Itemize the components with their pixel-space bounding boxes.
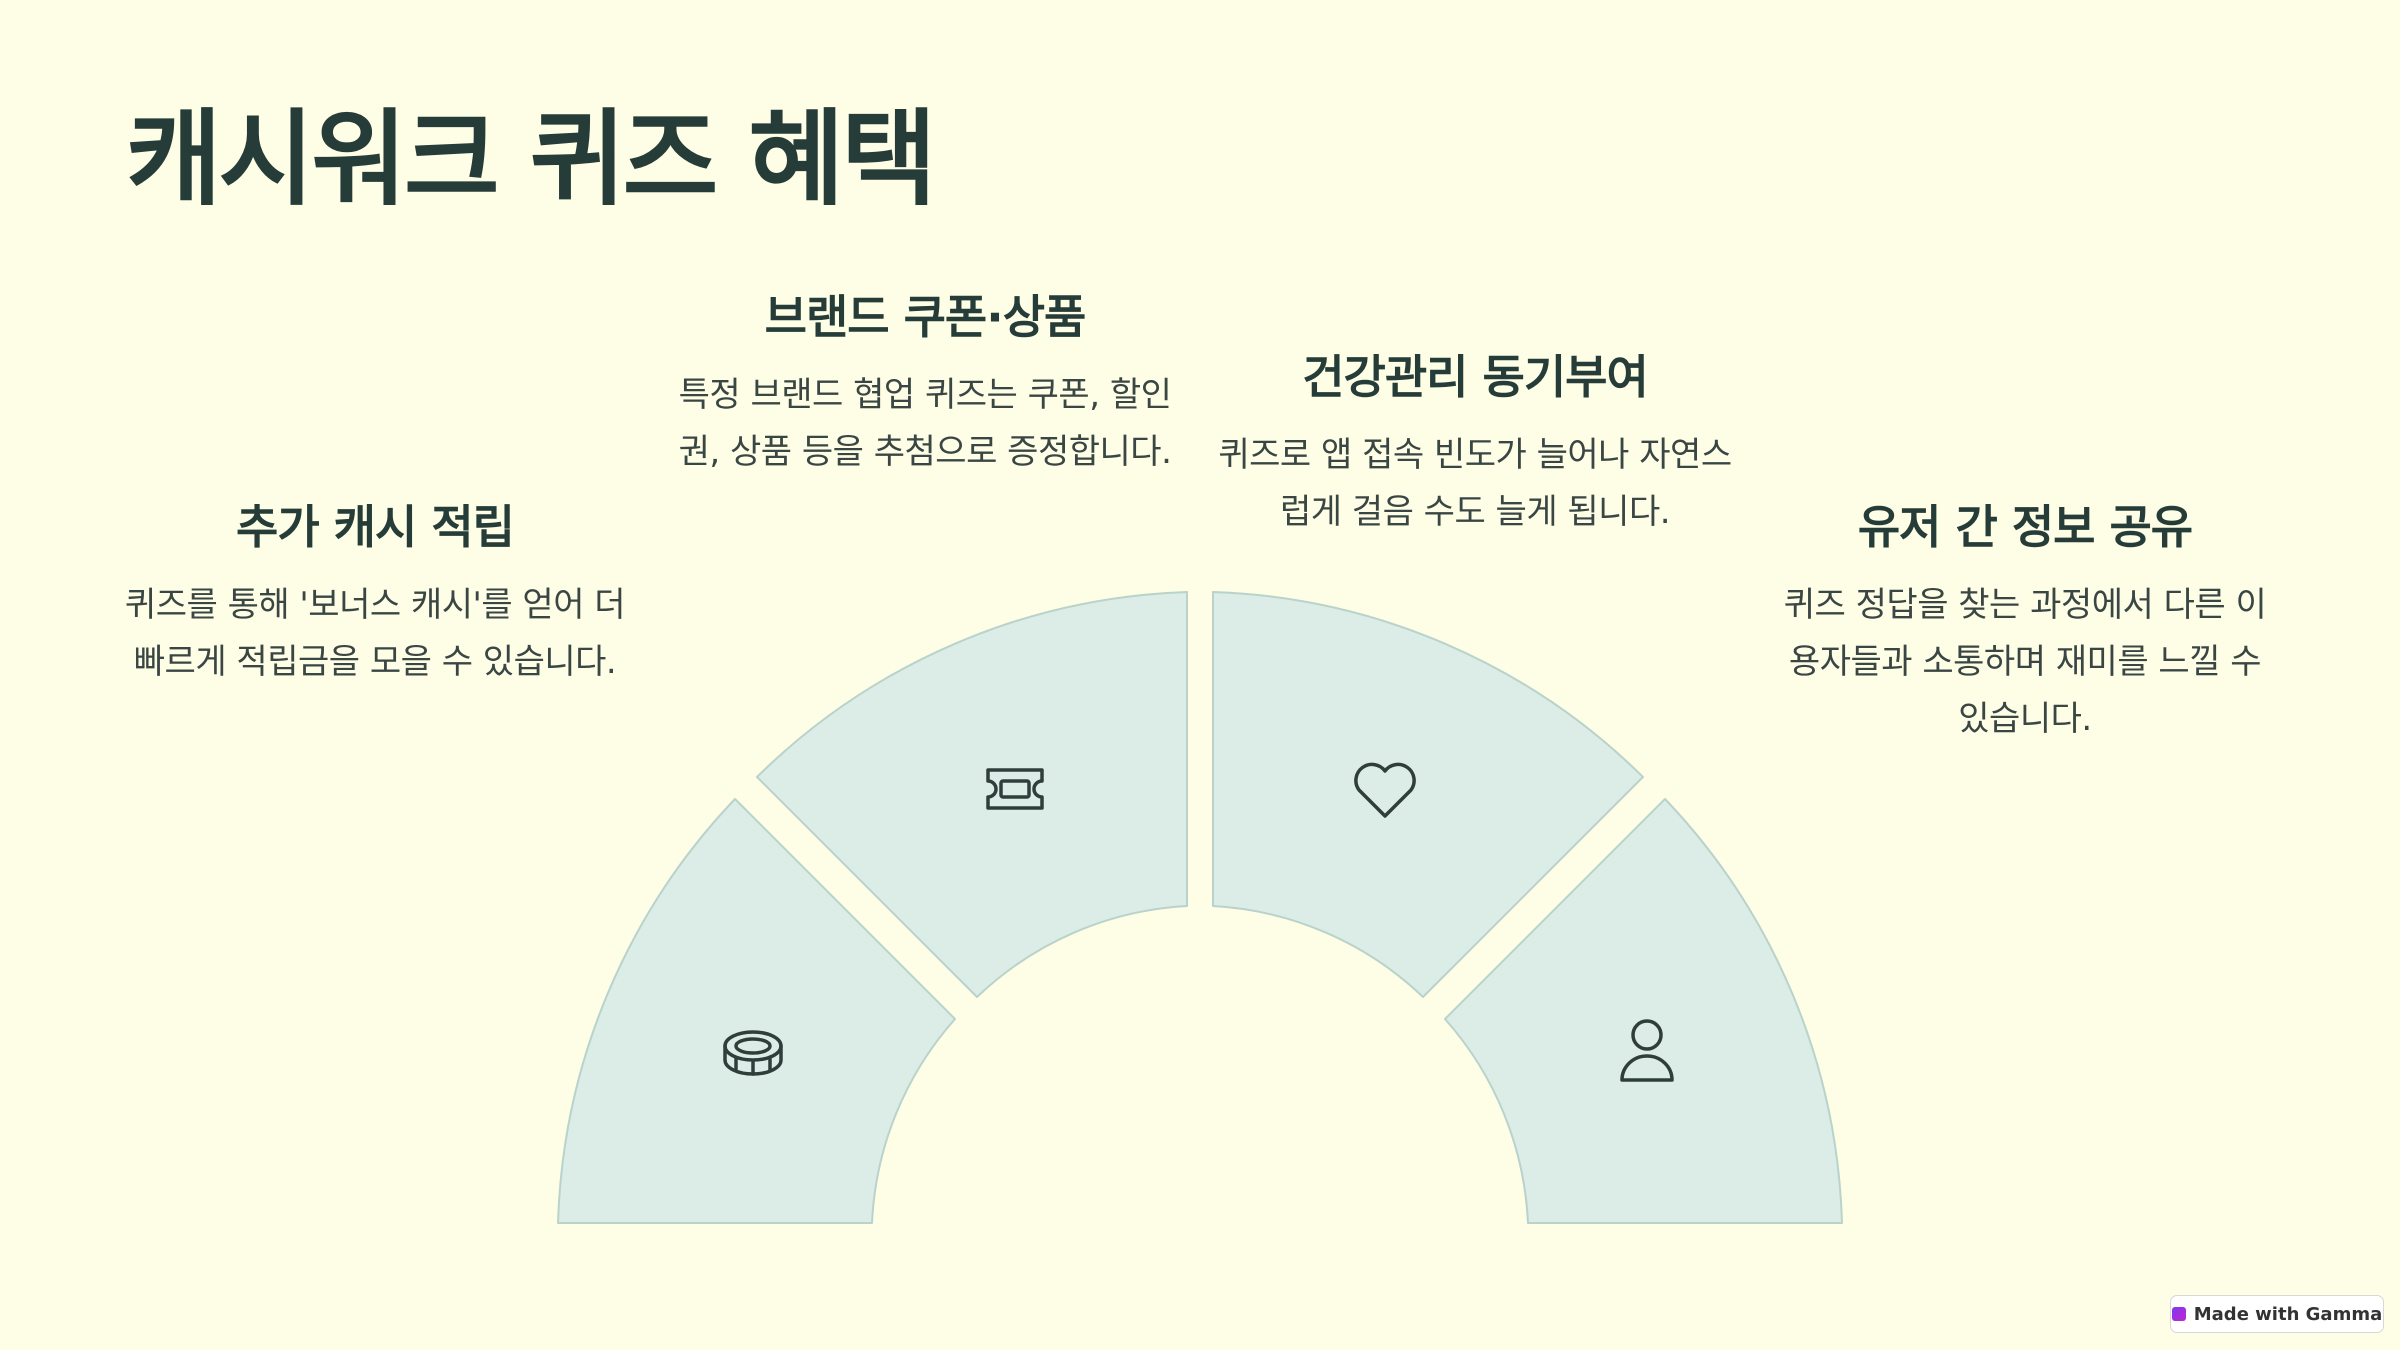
- ticket-icon: [986, 768, 1044, 810]
- benefit-description: 퀴즈 정답을 찾는 과정에서 다른 이용자들과 소통하며 재미를 느낄 수 있습…: [1783, 585, 2267, 740]
- user-icon: [1620, 1019, 1674, 1082]
- segment-2: [756, 591, 1188, 998]
- benefit-heading: 유저 간 정보 공유: [1857, 500, 2193, 554]
- benefit-heading: 추가 캐시 적립: [236, 500, 515, 554]
- heart-icon: [1354, 762, 1416, 818]
- page-title: 캐시워크 퀴즈 혜택: [126, 98, 937, 220]
- benefit-info-sharing: 유저 간 정보 공유 퀴즈 정답을 찾는 과정에서 다른 이용자들과 소통하며 …: [1770, 500, 2280, 748]
- benefit-description: 특정 브랜드 협업 퀴즈는 쿠폰, 할인권, 상품 등을 추첨으로 증정합니다.: [678, 375, 1172, 473]
- segment-3: [1212, 591, 1644, 998]
- benefit-description: 퀴즈로 앱 접속 빈도가 늘어나 자연스럽게 걸음 수도 늘게 됩니다.: [1218, 435, 1732, 533]
- benefit-health-motivation: 건강관리 동기부여 퀴즈로 앱 접속 빈도가 늘어나 자연스럽게 걸음 수도 늘…: [1215, 350, 1735, 541]
- segment-1: [557, 798, 956, 1224]
- made-with-gamma-badge[interactable]: Made with Gamma: [2170, 1295, 2384, 1333]
- segment-4: [1444, 798, 1843, 1224]
- benefit-heading: 건강관리 동기부여: [1302, 350, 1649, 404]
- coin-icon: [723, 1030, 783, 1076]
- benefit-description: 퀴즈를 통해 '보너스 캐시'를 얻어 더 빠르게 적립금을 모을 수 있습니다…: [124, 585, 626, 683]
- benefit-heading: 브랜드 쿠폰·상품: [764, 290, 1087, 344]
- badge-label: Made with Gamma: [2193, 1303, 2383, 1325]
- benefit-brand-coupon: 브랜드 쿠폰·상품 특정 브랜드 협업 퀴즈는 쿠폰, 할인권, 상품 등을 추…: [665, 290, 1185, 481]
- gamma-logo-icon: [2171, 1307, 2186, 1321]
- benefit-extra-cash: 추가 캐시 적립 퀴즈를 통해 '보너스 캐시'를 얻어 더 빠르게 적립금을 …: [120, 500, 630, 691]
